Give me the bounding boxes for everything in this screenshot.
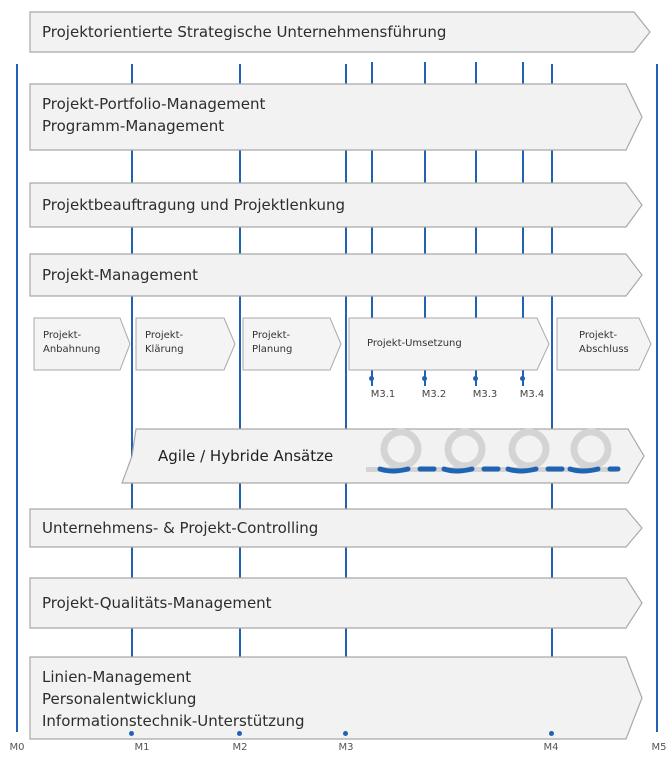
milestone-line-m1 — [131, 64, 133, 732]
agile-swirl-icon — [366, 428, 621, 474]
milestone-dot-m1 — [129, 731, 134, 736]
phase-label: Abschluss — [579, 344, 629, 355]
milestone-label-m5: M5 — [651, 742, 667, 753]
band-label: Projekt-Portfolio-Management — [42, 95, 266, 113]
band-pm: Projekt-Management — [29, 253, 643, 297]
milestone-dot-m3-4 — [520, 376, 525, 381]
band-label: Projektorientierte Strategische Unterneh… — [42, 23, 447, 41]
milestone-label-m2: M2 — [232, 742, 248, 753]
sub-milestone-label: M3.2 — [421, 389, 447, 400]
milestone-dot-m2 — [237, 731, 242, 736]
phase-label: Projekt- — [252, 330, 291, 341]
band-label: Projekt-Qualitäts-Management — [42, 594, 272, 612]
milestone-label-m1: M1 — [134, 742, 150, 753]
phase-label: Anbahnung — [43, 344, 101, 355]
phase-umsetzung: Projekt-Umsetzung — [348, 317, 550, 371]
milestone-dot-m3-3 — [473, 376, 478, 381]
band-agile: Agile / Hybride Ansätze — [121, 428, 645, 484]
milestone-label-m0: M0 — [9, 742, 25, 753]
milestone-line-m0 — [16, 64, 18, 732]
band-label: Personalentwicklung — [42, 690, 197, 708]
phase-abschluss: Projekt- Abschluss — [556, 317, 652, 371]
band-strategic: Projektorientierte Strategische Unterneh… — [29, 11, 651, 53]
band-portfolio: Projekt-Portfolio-Management Programm-Ma… — [29, 83, 643, 151]
phase-label: Klärung — [145, 344, 184, 355]
band-label: Projektbeauftragung und Projektlenkung — [42, 196, 346, 214]
milestone-dot-m3 — [343, 731, 348, 736]
band-quality: Projekt-Qualitäts-Management — [29, 577, 643, 629]
milestone-line-m5 — [656, 64, 658, 732]
milestone-dot-m3-1 — [369, 376, 374, 381]
milestone-dot-m3-2 — [422, 376, 427, 381]
sub-milestone-label: M3.1 — [370, 389, 396, 400]
band-controlling: Unternehmens- & Projekt-Controlling — [29, 508, 643, 548]
milestone-line-m2 — [239, 64, 241, 732]
band-label: Informationstechnik-Unterstützung — [42, 712, 305, 730]
band-label: Programm-Management — [42, 117, 225, 135]
phase-label: Projekt- — [145, 330, 184, 341]
sub-milestone-label: M3.3 — [472, 389, 498, 400]
agile-label: Agile / Hybride Ansätze — [158, 447, 334, 465]
phase-label: Projekt- — [43, 330, 82, 341]
band-label: Linien-Management — [42, 668, 192, 686]
band-beauftragung: Projektbeauftragung und Projektlenkung — [29, 182, 643, 228]
phase-planung: Projekt- Planung — [242, 317, 342, 371]
phase-klaerung: Projekt- Klärung — [135, 317, 236, 371]
milestone-dot-m4 — [549, 731, 554, 736]
phase-label: Projekt-Umsetzung — [367, 338, 462, 349]
phase-label: Planung — [252, 344, 293, 355]
sub-milestone-label: M3.4 — [519, 389, 545, 400]
band-label: Projekt-Management — [42, 266, 198, 284]
milestone-label-m4: M4 — [543, 742, 559, 753]
phase-anbahnung: Projekt- Anbahnung — [33, 317, 131, 371]
milestone-label-m3: M3 — [338, 742, 354, 753]
band-line: Linien-Management Personalentwicklung In… — [29, 656, 643, 740]
band-label: Unternehmens- & Projekt-Controlling — [42, 519, 319, 537]
milestone-line-m4 — [551, 64, 553, 732]
phase-label: Projekt- — [579, 330, 618, 341]
milestone-line-m3 — [345, 64, 347, 732]
